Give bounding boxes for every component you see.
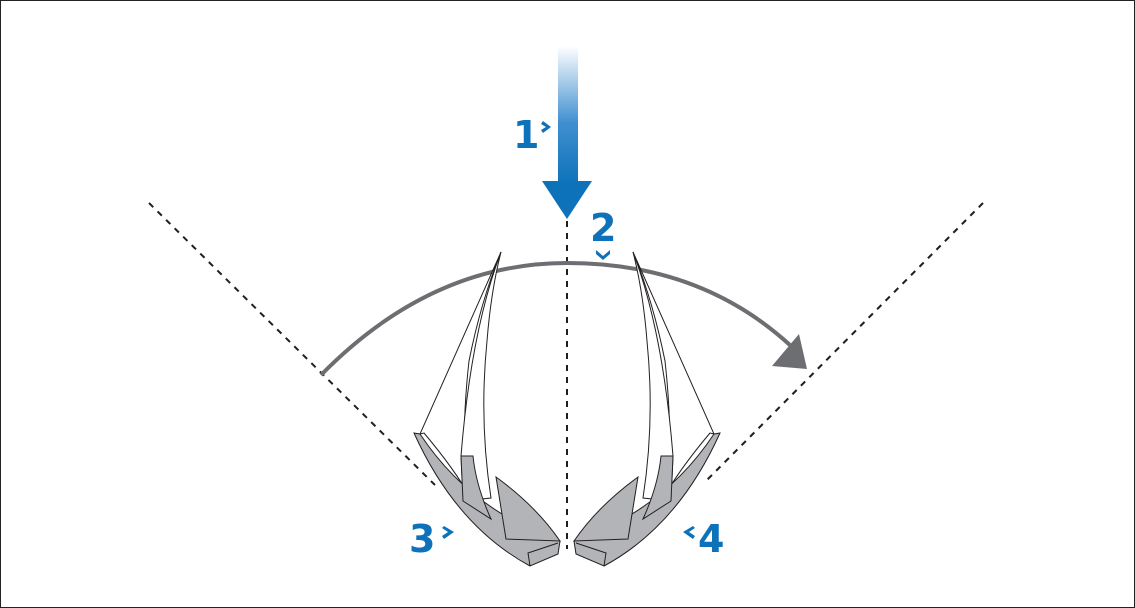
boat-starboard	[573, 251, 721, 567]
wind-arrow	[542, 46, 592, 219]
boat-port	[413, 251, 561, 567]
tacking-arc-arrow	[319, 260, 807, 377]
chevron-down-icon	[596, 250, 610, 260]
chevron-right-icon	[541, 121, 551, 133]
callout-3: 3	[409, 517, 454, 561]
callout-2-label: 2	[590, 206, 616, 250]
callout-4: 4	[683, 517, 724, 561]
callout-1-label: 1	[513, 113, 539, 157]
callout-1: 1	[513, 113, 551, 157]
callout-4-label: 4	[698, 517, 724, 561]
chevron-right-icon	[442, 526, 454, 539]
callout-2: 2	[590, 206, 616, 260]
chevron-left-icon	[683, 526, 695, 539]
left-layline	[148, 202, 436, 486]
callout-3-label: 3	[409, 517, 435, 561]
right-layline	[703, 202, 984, 484]
